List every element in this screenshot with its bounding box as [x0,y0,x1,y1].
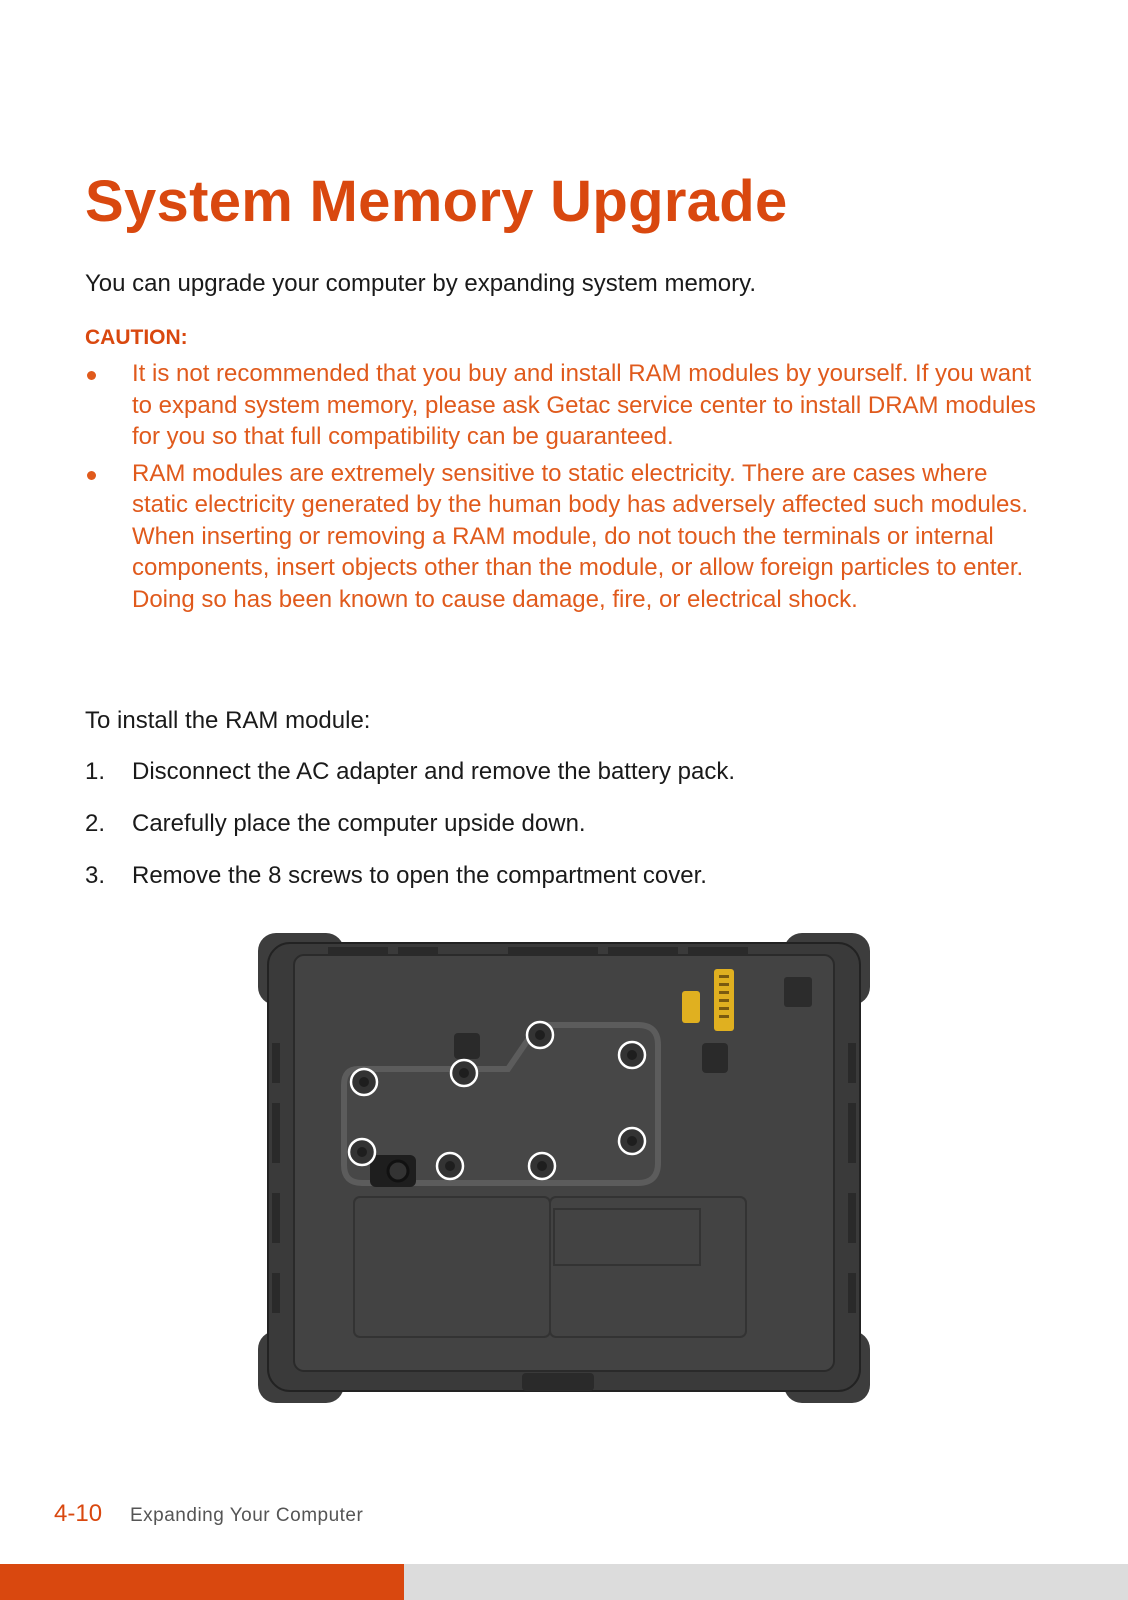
step-text: Remove the 8 screws to open the compartm… [132,862,707,889]
page-title: System Memory Upgrade [85,169,788,234]
footer-chapter: Expanding Your Computer [130,1505,364,1526]
speaker-grille [784,977,812,1007]
step-item: 1. Disconnect the AC adapter and remove … [85,758,735,810]
footer-accent-bar [0,1564,404,1600]
device-bottom-illustration [258,933,870,1403]
step-text: Carefully place the computer upside down… [132,810,586,837]
step-item: 3. Remove the 8 screws to open the compa… [85,862,735,914]
caution-item: RAM modules are extremely sensitive to s… [85,458,1045,616]
caution-item-text: It is not recommended that you buy and i… [132,360,1036,450]
step-text: Disconnect the AC adapter and remove the… [132,758,736,785]
bullet-icon [87,371,96,380]
steps-list: 1. Disconnect the AC adapter and remove … [85,758,735,914]
bullet-icon [87,470,96,480]
step-number: 3. [85,862,106,889]
step-number: 2. [85,810,106,837]
caution-item: It is not recommended that you buy and i… [85,358,1045,453]
top-vents [328,947,748,955]
compartment-cover [341,1022,661,1186]
caution-label: CAUTION: [85,326,188,349]
steps-intro: To install the RAM module: [85,707,371,734]
caution-list: It is not recommended that you buy and i… [85,358,1045,620]
side-vents [272,1043,856,1313]
intro-text: You can upgrade your computer by expandi… [85,270,757,297]
footer-page-number: 4-10 [54,1500,103,1527]
caution-item-text: RAM modules are extremely sensitive to s… [132,459,1029,613]
pogo-connector [682,991,700,1023]
footer-gray-bar [404,1564,1128,1600]
step-item: 2. Carefully place the computer upside d… [85,810,735,862]
step-number: 1. [85,758,106,785]
